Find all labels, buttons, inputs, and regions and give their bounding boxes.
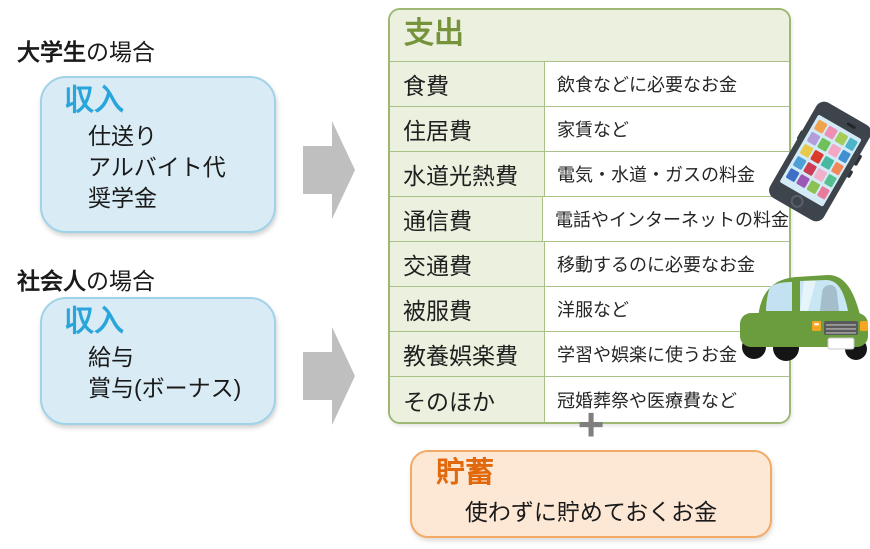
worker-income-item: 給与 bbox=[88, 344, 134, 370]
student-income-title: 収入 bbox=[64, 84, 124, 117]
expense-description: 家賃など bbox=[545, 107, 789, 151]
arrow-right-icon bbox=[303, 327, 355, 425]
table-row: 被服費 洋服など bbox=[390, 287, 789, 332]
worker-case-label: 社会人の場合 bbox=[17, 262, 155, 296]
table-row: 水道光熱費 電気・水道・ガスの料金 bbox=[390, 152, 789, 197]
expense-description: 洋服など bbox=[545, 287, 789, 331]
student-case-label: 大学生の場合 bbox=[17, 33, 155, 67]
savings-box: 貯蓄 使わずに貯めておくお金 bbox=[410, 450, 772, 538]
student-income-items: 仕送り アルバイト代 奨学金 bbox=[88, 121, 274, 214]
savings-title: 貯蓄 bbox=[436, 457, 495, 489]
savings-description: 使わずに貯めておくお金 bbox=[464, 499, 718, 525]
expense-description: 飲食などに必要なお金 bbox=[545, 62, 789, 106]
table-row: 通信費 電話やインターネットの料金 bbox=[390, 197, 789, 242]
student-case-label-suffix: の場合 bbox=[86, 39, 155, 65]
worker-case-label-suffix: の場合 bbox=[86, 268, 155, 294]
expense-category: 住居費 bbox=[390, 107, 545, 151]
expense-description: 冠婚葬祭や医療費など bbox=[545, 377, 789, 422]
expenses-table: 支出 食費 飲食などに必要なお金 住居費 家賃など 水道光熱費 電気・水道・ガス… bbox=[388, 8, 791, 424]
student-income-item: アルバイト代 bbox=[88, 154, 226, 180]
expense-category: 水道光熱費 bbox=[390, 152, 545, 196]
car-icon bbox=[738, 261, 870, 363]
expense-description: 移動するのに必要なお金 bbox=[545, 242, 789, 286]
student-income-box: 収入 仕送り アルバイト代 奨学金 bbox=[40, 76, 276, 233]
table-row: 食費 飲食などに必要なお金 bbox=[390, 62, 789, 107]
student-case-label-bold: 大学生 bbox=[17, 39, 86, 65]
expense-category: 教養娯楽費 bbox=[390, 332, 545, 376]
worker-income-item: 賞与(ボーナス) bbox=[88, 375, 242, 401]
expense-description: 電話やインターネットの料金 bbox=[543, 197, 789, 241]
worker-income-box: 収入 給与 賞与(ボーナス) bbox=[40, 297, 276, 425]
expense-description: 電気・水道・ガスの料金 bbox=[545, 152, 789, 196]
smartphone-icon bbox=[764, 97, 870, 227]
student-income-item: 仕送り bbox=[88, 123, 157, 149]
expense-category: そのほか bbox=[390, 377, 545, 422]
worker-income-items: 給与 賞与(ボーナス) bbox=[88, 342, 274, 404]
expenses-title: 支出 bbox=[390, 10, 789, 62]
worker-income-title: 収入 bbox=[64, 305, 124, 338]
table-row: 教養娯楽費 学習や娯楽に使うお金 bbox=[390, 332, 789, 377]
expense-category: 通信費 bbox=[390, 197, 543, 241]
arrow-right-icon bbox=[303, 121, 355, 219]
table-row: 交通費 移動するのに必要なお金 bbox=[390, 242, 789, 287]
table-row: そのほか 冠婚葬祭や医療費など bbox=[390, 377, 789, 422]
worker-case-label-bold: 社会人 bbox=[17, 268, 86, 294]
expense-category: 被服費 bbox=[390, 287, 545, 331]
plus-icon: + bbox=[577, 398, 605, 450]
table-row: 住居費 家賃など bbox=[390, 107, 789, 152]
expense-category: 食費 bbox=[390, 62, 545, 106]
student-income-item: 奨学金 bbox=[88, 185, 157, 211]
expense-category: 交通費 bbox=[390, 242, 545, 286]
